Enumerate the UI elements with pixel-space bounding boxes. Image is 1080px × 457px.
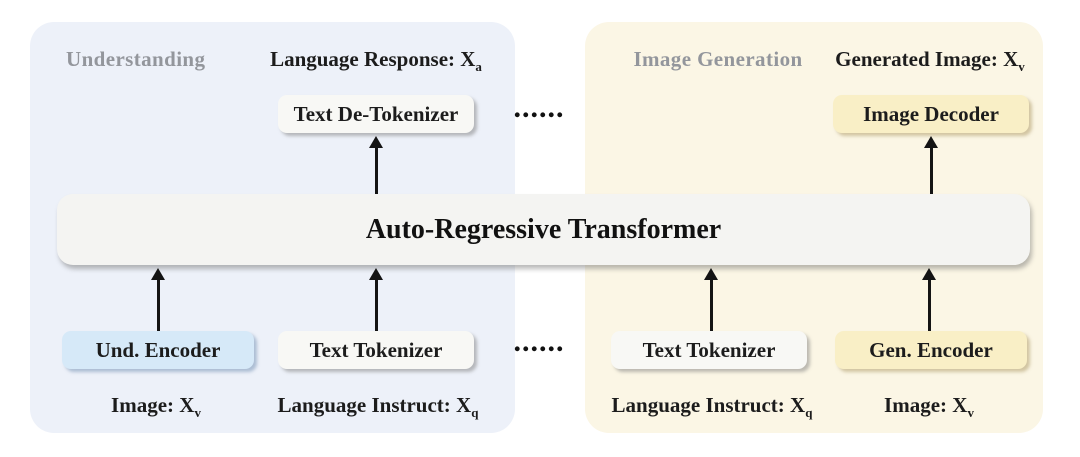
ellipsis-top: ......	[513, 91, 565, 124]
arrow-shaft	[709, 278, 713, 331]
arrow-head	[369, 268, 383, 280]
arrow-gen-encoder-to-transformer	[921, 268, 937, 331]
generated-image-label: Generated Image: Xv	[810, 45, 1050, 73]
arrow-shaft	[374, 146, 378, 194]
image-decoder-node: Image Decoder	[833, 95, 1029, 133]
arrow-und-encoder-to-transformer	[150, 268, 166, 331]
image-input-left-text: Image: X	[111, 393, 195, 417]
arrow-head	[151, 268, 165, 280]
image-input-right-label: Image: Xv	[829, 391, 1029, 419]
text-tokenizer-right-node: Text Tokenizer	[611, 331, 807, 369]
text-detokenizer-node: Text De-Tokenizer	[278, 95, 474, 133]
language-response-text: Language Response: X	[270, 47, 476, 71]
arrow-shaft	[929, 146, 933, 194]
arrow-transformer-to-text-detokenizer	[368, 136, 384, 194]
understanding-panel-title: Understanding	[66, 47, 206, 71]
generated-image-text: Generated Image: X	[835, 47, 1019, 71]
generated-image-subscript: v	[1018, 59, 1025, 75]
auto-regressive-transformer-node: Auto-Regressive Transformer	[57, 194, 1030, 265]
language-instruct-right-label: Language Instruct: Xq	[592, 391, 832, 419]
image-input-left-subscript: v	[194, 405, 201, 421]
arrow-head	[922, 268, 936, 280]
arrow-text-tokenizer-left-to-transformer	[368, 268, 384, 331]
language-response-subscript: a	[475, 59, 482, 75]
language-response-label: Language Response: Xa	[256, 45, 496, 73]
und-encoder-node: Und. Encoder	[62, 331, 254, 369]
arrow-head	[369, 136, 383, 148]
language-instruct-right-text: Language Instruct: X	[611, 393, 806, 417]
arrow-shaft	[927, 278, 931, 331]
arrow-shaft	[374, 278, 378, 331]
language-instruct-left-text: Language Instruct: X	[277, 393, 472, 417]
arrow-text-tokenizer-right-to-transformer	[703, 268, 719, 331]
language-instruct-right-subscript: q	[805, 405, 813, 421]
arrow-transformer-to-image-decoder	[923, 136, 939, 194]
image-input-right-subscript: v	[967, 405, 974, 421]
image-generation-panel-title: Image Generation	[633, 47, 803, 71]
ellipsis-bottom: ......	[513, 325, 565, 358]
language-instruct-left-label: Language Instruct: Xq	[258, 391, 498, 419]
arrow-shaft	[156, 278, 160, 331]
image-input-left-label: Image: Xv	[56, 391, 256, 419]
gen-encoder-node: Gen. Encoder	[835, 331, 1027, 369]
image-input-right-text: Image: X	[884, 393, 968, 417]
arrow-head	[704, 268, 718, 280]
text-tokenizer-left-node: Text Tokenizer	[278, 331, 474, 369]
language-instruct-left-subscript: q	[471, 405, 479, 421]
arrow-head	[924, 136, 938, 148]
